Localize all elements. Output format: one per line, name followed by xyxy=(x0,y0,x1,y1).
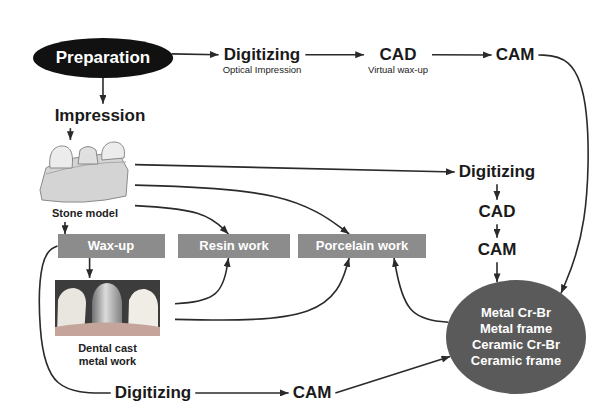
node-text: Digitizing xyxy=(224,45,300,65)
flow-arrow xyxy=(135,206,228,234)
node-text: Preparation xyxy=(56,48,150,68)
node-text: CAM xyxy=(496,45,535,65)
process-box: Porcelain work xyxy=(298,234,426,258)
step-label: CAM xyxy=(474,238,521,262)
node-text: Digitizing xyxy=(115,383,191,403)
node-text: Virtual wax-up xyxy=(368,65,428,75)
step-label: CAM xyxy=(289,381,336,405)
flow-arrow xyxy=(135,165,455,172)
node-text: Dental cast metal work xyxy=(65,342,151,368)
flow-arrow xyxy=(496,262,498,282)
flow-arrow xyxy=(195,392,288,394)
flow-arrow xyxy=(496,224,498,238)
node-text: Metal frame xyxy=(480,321,552,337)
process-box: Wax-up xyxy=(58,234,165,258)
ellipse-fill xyxy=(33,38,173,78)
node-text: Digitizing xyxy=(459,162,535,182)
node-text: Ceramic frame xyxy=(471,353,561,369)
node-text: Optical Impression xyxy=(223,65,302,75)
process-box: Resin work xyxy=(178,234,290,258)
step-label: CAD xyxy=(475,200,520,224)
node-text: Metal Cr-Br xyxy=(481,305,551,321)
flow-arrow xyxy=(538,55,588,293)
gingiva xyxy=(55,323,160,337)
node-text: CAM xyxy=(293,383,332,403)
tooth xyxy=(102,142,125,160)
dental-cast-node: Dental cast metal work xyxy=(40,278,175,370)
step-label: DigitizingOptical Impression xyxy=(219,43,306,78)
stone-model-node: Stone model xyxy=(35,140,135,222)
photo-ground xyxy=(55,280,160,336)
step-label: Digitizing xyxy=(111,381,195,405)
start-ellipse: Preparation xyxy=(33,38,173,78)
node-text: CAD xyxy=(479,202,516,222)
flow-arrow xyxy=(70,128,72,140)
flow-arrow xyxy=(335,356,450,392)
tooth xyxy=(50,146,73,168)
flow-arrow xyxy=(39,246,110,393)
node-text: CAD xyxy=(380,45,417,65)
step-label: Impression xyxy=(51,104,150,128)
flow-arrow xyxy=(135,185,349,234)
node-text: Porcelain work xyxy=(316,238,408,254)
node-text: Ceramic Cr-Br xyxy=(472,337,560,353)
stone-model-picture xyxy=(40,142,128,202)
ellipse-fill xyxy=(446,280,586,394)
dental-cast-picture xyxy=(55,280,160,336)
abutment xyxy=(78,147,98,165)
step-label: Digitizing xyxy=(455,160,539,184)
flow-arrow xyxy=(64,222,66,234)
flow-arrow xyxy=(305,54,364,56)
flow-arrow xyxy=(394,258,448,322)
node-text: Resin work xyxy=(199,238,268,254)
product-ellipse: Metal Cr-BrMetal frameCeramic Cr-BrCeram… xyxy=(446,280,586,394)
node-text: Stone model xyxy=(52,207,118,220)
node-text: Wax-up xyxy=(88,238,134,254)
flow-arrow xyxy=(175,258,228,304)
flow-arrow xyxy=(432,54,492,56)
flow-arrow xyxy=(172,53,219,56)
node-text: Impression xyxy=(55,106,146,126)
step-label: CAM xyxy=(492,43,539,67)
step-label: CADVirtual wax-up xyxy=(364,43,432,78)
flow-arrow xyxy=(496,184,498,200)
flow-arrow xyxy=(102,78,104,104)
flow-arrow xyxy=(89,258,91,278)
flow-arrow xyxy=(175,258,349,320)
node-text: CAM xyxy=(478,240,517,260)
